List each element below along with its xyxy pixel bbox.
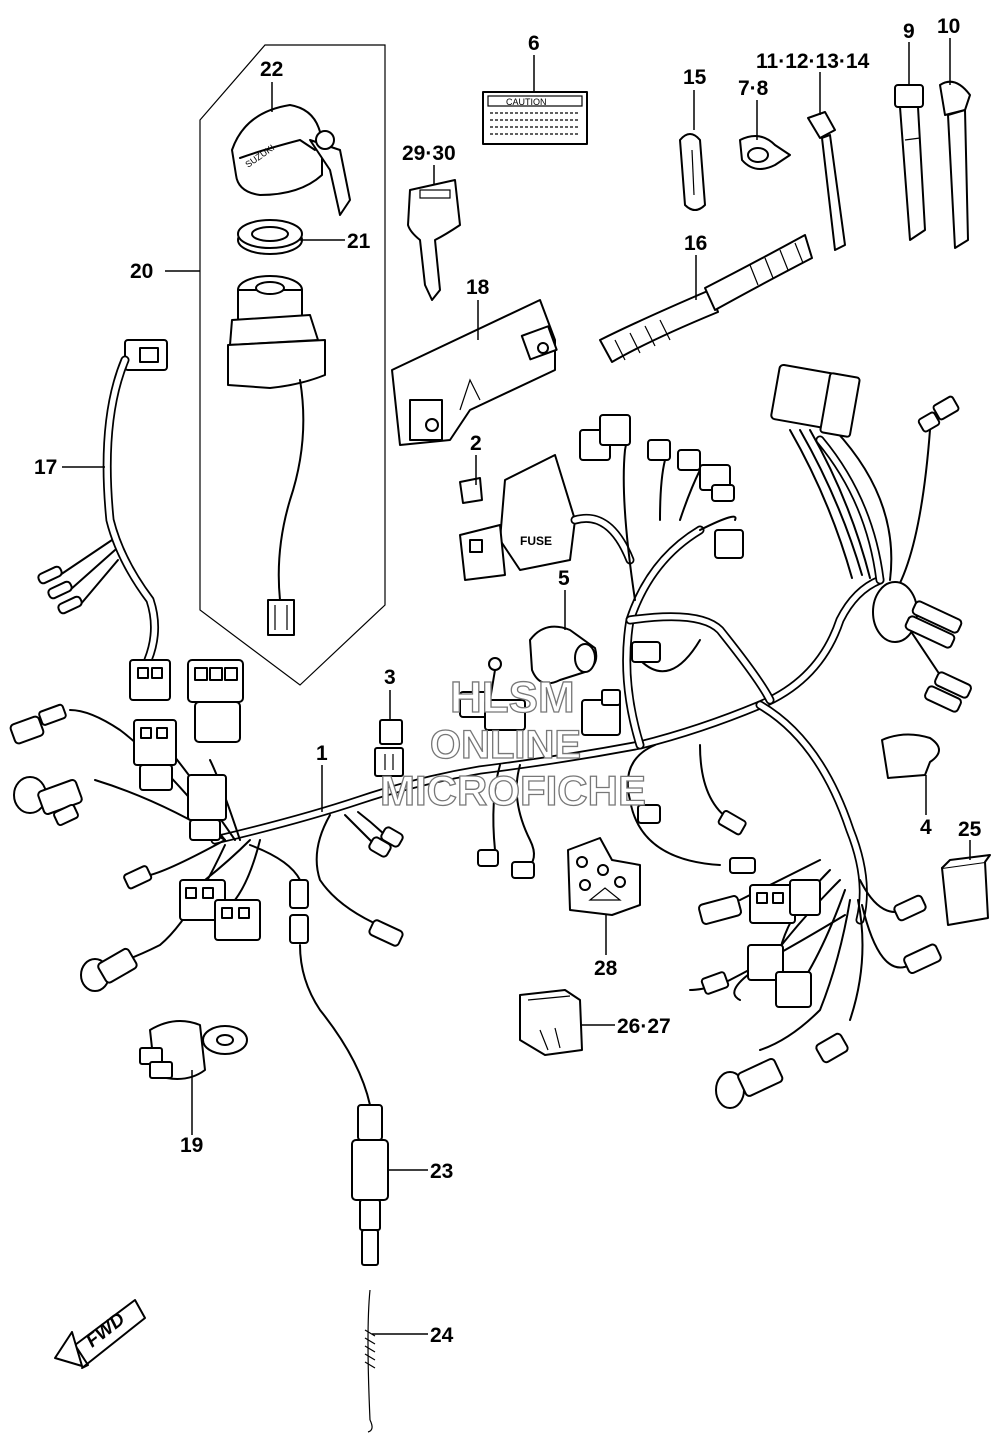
callout-19: 19 (180, 1134, 203, 1157)
fuse-box: FUSE (459, 454, 635, 581)
watermark-line-1: HLSM (450, 673, 575, 722)
leader-lines (62, 38, 971, 1335)
callout-26-27: 26·27 (617, 1015, 671, 1038)
watermark: HLSM ONLINE MICROFICHE (379, 672, 646, 814)
callout-29-30: 29·30 (402, 142, 456, 165)
cable-tie-part-10 (939, 80, 971, 249)
bracket-part-18 (391, 299, 558, 446)
clip-part-7-8 (739, 135, 791, 170)
forward-direction-arrow: FWD (54, 1299, 146, 1369)
sub-harness-part-17 (37, 339, 171, 701)
relay-part-25 (941, 854, 991, 926)
callout-5: 5 (558, 567, 570, 590)
ignition-switch-assembly: SUZUKI (199, 44, 386, 686)
callout-4: 4 (920, 816, 932, 839)
callout-1: 1 (316, 742, 328, 765)
cable-tie-part-11-14 (807, 111, 846, 251)
callout-labels: 1 2 3 4 5 6 7·8 9 10 11·12·13·14 15 16 1… (34, 15, 982, 1347)
callout-20: 20 (130, 260, 153, 283)
callout-28: 28 (594, 957, 618, 980)
fuse-box-text: FUSE (520, 534, 552, 548)
callout-21: 21 (347, 230, 371, 253)
key-part-29-30 (407, 179, 461, 301)
sensor-part-19 (139, 1020, 248, 1080)
cap-part-5 (529, 625, 598, 685)
relay-part-26-27 (519, 989, 583, 1056)
callout-9: 9 (903, 20, 915, 43)
relay-part-3 (374, 719, 404, 777)
callout-16: 16 (684, 232, 707, 255)
callout-7-8: 7·8 (738, 77, 769, 100)
key-cover-part-22: SUZUKI (231, 104, 351, 216)
bracket-part-28 (567, 837, 641, 916)
callout-6: 6 (528, 32, 540, 55)
callout-15: 15 (683, 66, 707, 89)
callout-25: 25 (958, 818, 982, 841)
main-harness-part-1 (9, 363, 972, 1109)
hose-clamp-part-15 (679, 133, 706, 211)
watermark-line-2: ONLINE (430, 723, 581, 767)
ignition-switch-body (227, 275, 326, 636)
caution-label-part-6: CAUTION (482, 91, 588, 145)
callout-2: 2 (470, 432, 482, 455)
callout-23: 23 (430, 1160, 453, 1183)
callout-18: 18 (466, 276, 490, 299)
callout-11-14: 11·12·13·14 (756, 50, 870, 73)
callout-17: 17 (34, 456, 57, 479)
cap-part-4 (881, 733, 940, 779)
spring-part-24 (364, 1289, 376, 1433)
protector-tube-part-16 (599, 234, 813, 363)
watermark-line-3: MICROFICHE (380, 767, 646, 814)
callout-3: 3 (384, 666, 396, 689)
nut-part-21 (237, 219, 303, 255)
callout-10: 10 (937, 15, 960, 38)
cable-tie-part-9 (894, 84, 926, 241)
caution-label-text: CAUTION (506, 97, 547, 107)
callout-22: 22 (260, 58, 283, 81)
sensor-part-23 (299, 944, 389, 1266)
callout-24: 24 (430, 1324, 454, 1347)
